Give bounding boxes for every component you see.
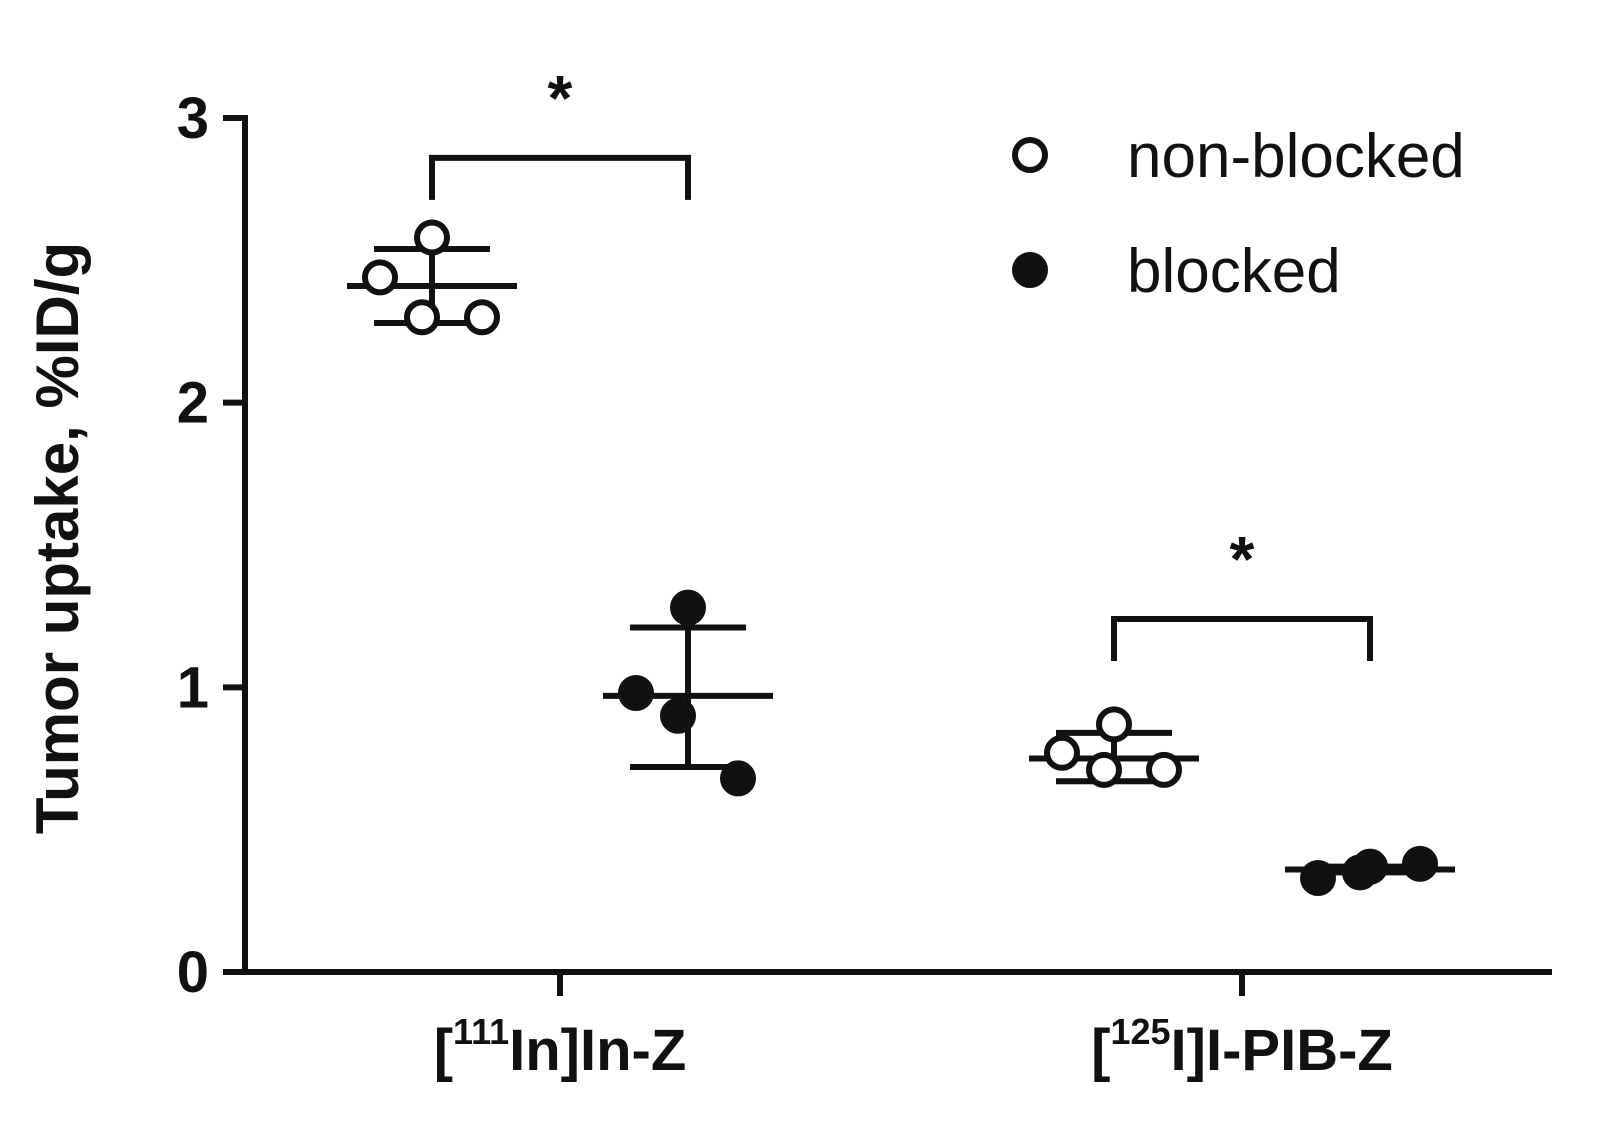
significance-star: *	[1230, 523, 1255, 595]
data-point-non-blocked	[362, 259, 398, 296]
legend-label-non-blocked: non-blocked	[1127, 122, 1465, 191]
significance-bracket	[429, 154, 691, 200]
data-point-non-blocked	[464, 299, 500, 336]
y-tick-label: 0	[177, 940, 209, 1005]
y-tick-label: 2	[177, 371, 209, 436]
x-tick-label-i: [125I]I-PIB-Z	[1091, 1011, 1393, 1083]
y-axis-label: Tumor uptake, %ID/g	[24, 242, 91, 834]
data-point-blocked	[720, 760, 756, 797]
significance-star: *	[548, 62, 573, 134]
y-ticks: 0 1 2 3	[177, 86, 245, 1005]
data-point-blocked	[660, 697, 696, 734]
legend-marker-non-blocked	[1012, 137, 1048, 173]
legend-label-blocked: blocked	[1127, 237, 1341, 306]
y-tick-label: 3	[177, 86, 209, 151]
data-point-non-blocked	[1086, 751, 1122, 788]
legend: non-blocked blocked	[1012, 122, 1465, 306]
legend-marker-blocked	[1012, 252, 1048, 288]
data-point-blocked	[1402, 845, 1438, 882]
significance-bracket	[1111, 616, 1373, 662]
data-point-non-blocked	[414, 219, 450, 256]
y-tick-label: 1	[177, 655, 209, 720]
data-point-blocked	[618, 675, 654, 712]
significance-brackets: **	[429, 62, 1373, 662]
data-point-blocked	[670, 589, 706, 626]
x-tick-label-in: [111In]In-Z	[434, 1011, 687, 1083]
axes	[242, 115, 1552, 975]
data-point-blocked	[1300, 860, 1336, 897]
data-point-non-blocked	[404, 299, 440, 336]
data-point-non-blocked	[1146, 751, 1182, 788]
data-point-non-blocked	[1096, 706, 1132, 743]
data-point-blocked	[1342, 854, 1378, 891]
data-points	[362, 219, 1438, 897]
data-point-non-blocked	[1044, 734, 1080, 771]
x-tick-labels: [111In]In-Z [125I]I-PIB-Z	[434, 972, 1393, 1083]
error-bars	[347, 245, 1455, 876]
